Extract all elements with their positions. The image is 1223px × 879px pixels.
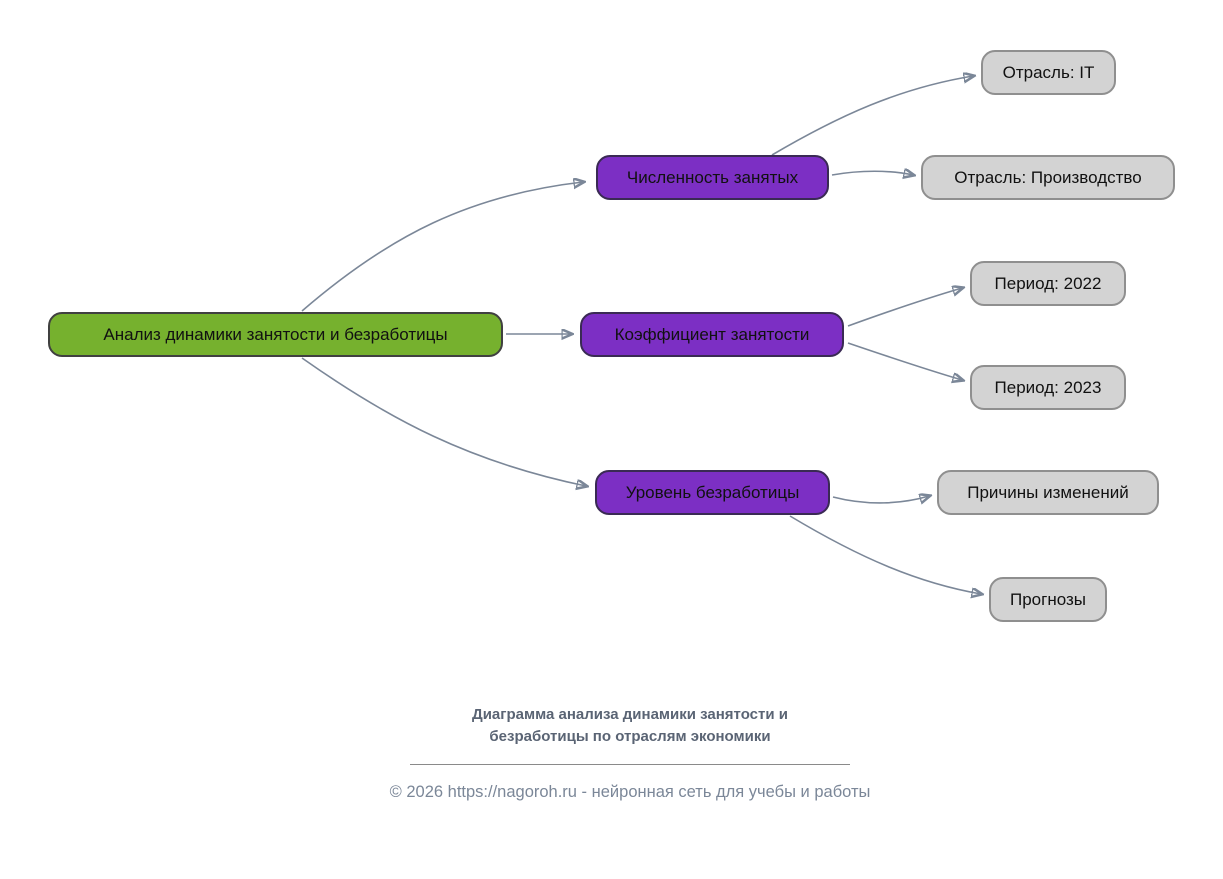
branch-node-employment-count: Численность занятых bbox=[596, 155, 829, 200]
edge-employment-rate-to-period-2022 bbox=[847, 288, 962, 327]
leaf-node-industry-it: Отрасль: IT bbox=[981, 50, 1116, 95]
edge-employment-rate-to-period-2023 bbox=[847, 342, 962, 380]
leaf-node-period-2023: Период: 2023 bbox=[970, 365, 1126, 410]
diagram-caption-line2: безработицы по отраслям экономики bbox=[489, 728, 771, 745]
edge-unemployment-level-to-change-causes bbox=[832, 496, 929, 503]
edge-employment-count-to-industry-it bbox=[771, 76, 973, 156]
leaf-node-change-causes: Причины изменений bbox=[937, 470, 1159, 515]
branch-node-employment-rate: Коэффициент занятости bbox=[580, 312, 844, 357]
edge-unemployment-level-to-forecasts bbox=[789, 515, 981, 594]
leaf-node-period-2022: Период: 2022 bbox=[970, 261, 1126, 306]
footer-divider bbox=[410, 764, 850, 765]
copyright-text: © 2026 https://nagoroh.ru - нейронная се… bbox=[389, 783, 871, 801]
root-node-analysis: Анализ динамики занятости и безработицы bbox=[48, 312, 503, 357]
edge-root-to-unemployment-level bbox=[301, 357, 586, 486]
branch-node-unemployment-level: Уровень безработицы bbox=[595, 470, 830, 515]
edge-root-to-employment-count bbox=[301, 182, 583, 312]
leaf-node-industry-production: Отрасль: Производство bbox=[921, 155, 1175, 200]
footer: Диаграмма анализа динамики занятости и б… bbox=[330, 704, 930, 802]
diagram-caption-line1: Диаграмма анализа динамики занятости и bbox=[472, 706, 788, 723]
edge-employment-count-to-industry-production bbox=[831, 171, 913, 175]
leaf-node-forecasts: Прогнозы bbox=[989, 577, 1107, 622]
